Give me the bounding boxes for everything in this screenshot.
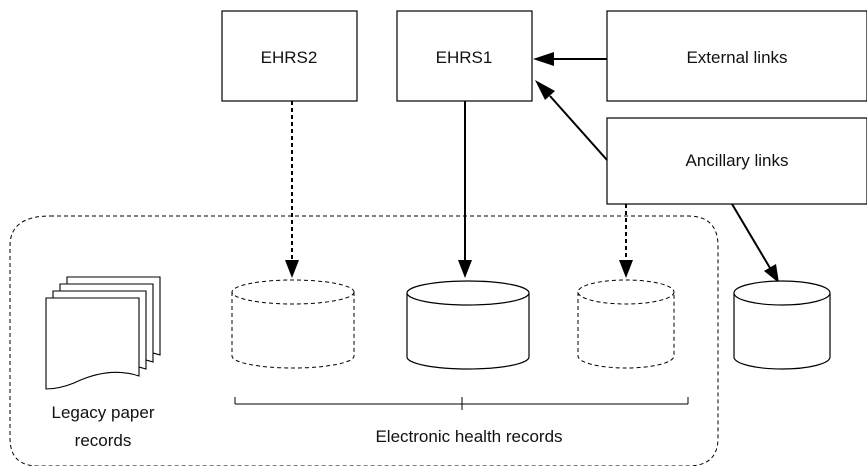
ehr-store-dashed-2 bbox=[577, 279, 675, 369]
legacy-records-label-line2: records bbox=[75, 431, 132, 450]
arrow-ehrs2-to-store bbox=[285, 101, 299, 278]
ehr-store-solid bbox=[406, 280, 530, 370]
legacy-records-label-line1: Legacy paper bbox=[51, 403, 154, 422]
ehr-store-dashed-1 bbox=[231, 279, 355, 369]
ancillary-links-node: Ancillary links bbox=[606, 117, 867, 205]
ancillary-links-label: Ancillary links bbox=[686, 151, 789, 170]
electronic-records-bracket bbox=[234, 397, 689, 410]
ehrs1-label: EHRS1 bbox=[436, 48, 493, 67]
legacy-paper-stack-icon bbox=[45, 276, 161, 390]
electronic-records-label: Electronic health records bbox=[375, 427, 562, 446]
ancillary-store bbox=[733, 280, 831, 370]
arrow-ehrs1-to-store bbox=[458, 101, 472, 278]
external-links-label: External links bbox=[686, 48, 787, 67]
ehrs1-node: EHRS1 bbox=[396, 10, 533, 102]
external-links-node: External links bbox=[606, 10, 867, 102]
arrow-ancillary-to-ehrs1 bbox=[535, 80, 608, 161]
ehrs2-label: EHRS2 bbox=[261, 48, 318, 67]
arrow-external-to-ehrs1 bbox=[533, 52, 607, 66]
arrow-ancillary-to-store-dashed bbox=[619, 204, 633, 278]
ehrs2-node: EHRS2 bbox=[221, 10, 358, 102]
arrow-ancillary-to-outside-store bbox=[731, 203, 779, 283]
records-boundary bbox=[9, 215, 719, 466]
